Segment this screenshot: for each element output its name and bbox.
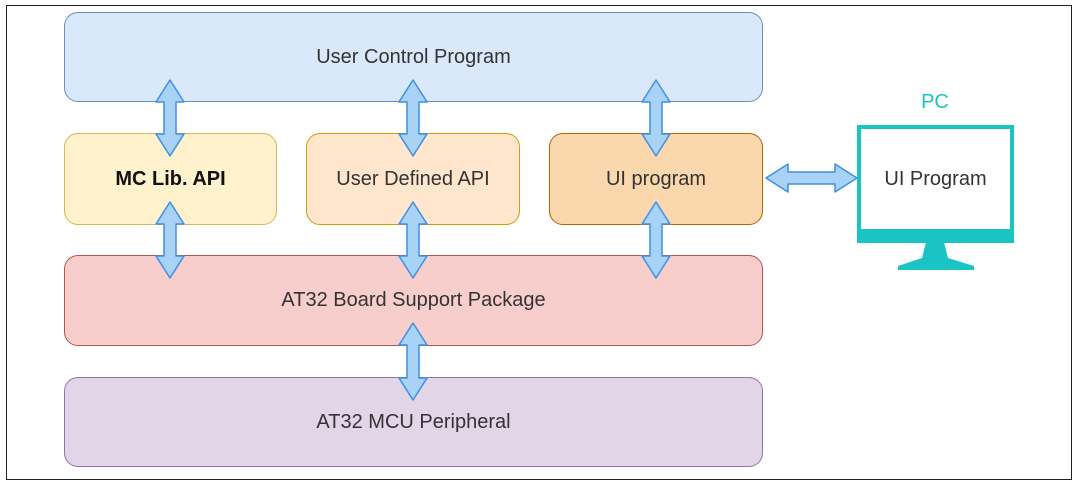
arrow-ucp-mclib (155, 79, 185, 157)
user-control-program-label: User Control Program (316, 45, 511, 68)
diagram-frame (6, 5, 1072, 480)
arrow-ucp-userdefined (398, 79, 428, 157)
arrow-mclib-bsp (155, 201, 185, 279)
pc-title: PC (921, 91, 949, 113)
pc-screen-label: UI Program (884, 167, 987, 190)
ui-program-label: UI program (605, 167, 707, 190)
arrow-userdefined-bsp (398, 201, 428, 279)
board-support-package-label: AT32 Board Support Package (281, 289, 546, 311)
arrow-ucp-uiprogram (641, 79, 671, 157)
user-defined-api-label: User Defined API (336, 167, 490, 190)
pc-monitor-icon: UI Program (857, 125, 1014, 243)
arrow-uiprogram-pc (765, 163, 858, 193)
arrow-bsp-mcu (398, 322, 428, 401)
mcu-peripheral-label: AT32 MCU Peripheral (316, 410, 511, 433)
arrow-uiprogram-bsp (641, 201, 671, 279)
monitor-stand (898, 242, 974, 270)
mc-lib-api-label: MC Lib. API (115, 167, 226, 190)
